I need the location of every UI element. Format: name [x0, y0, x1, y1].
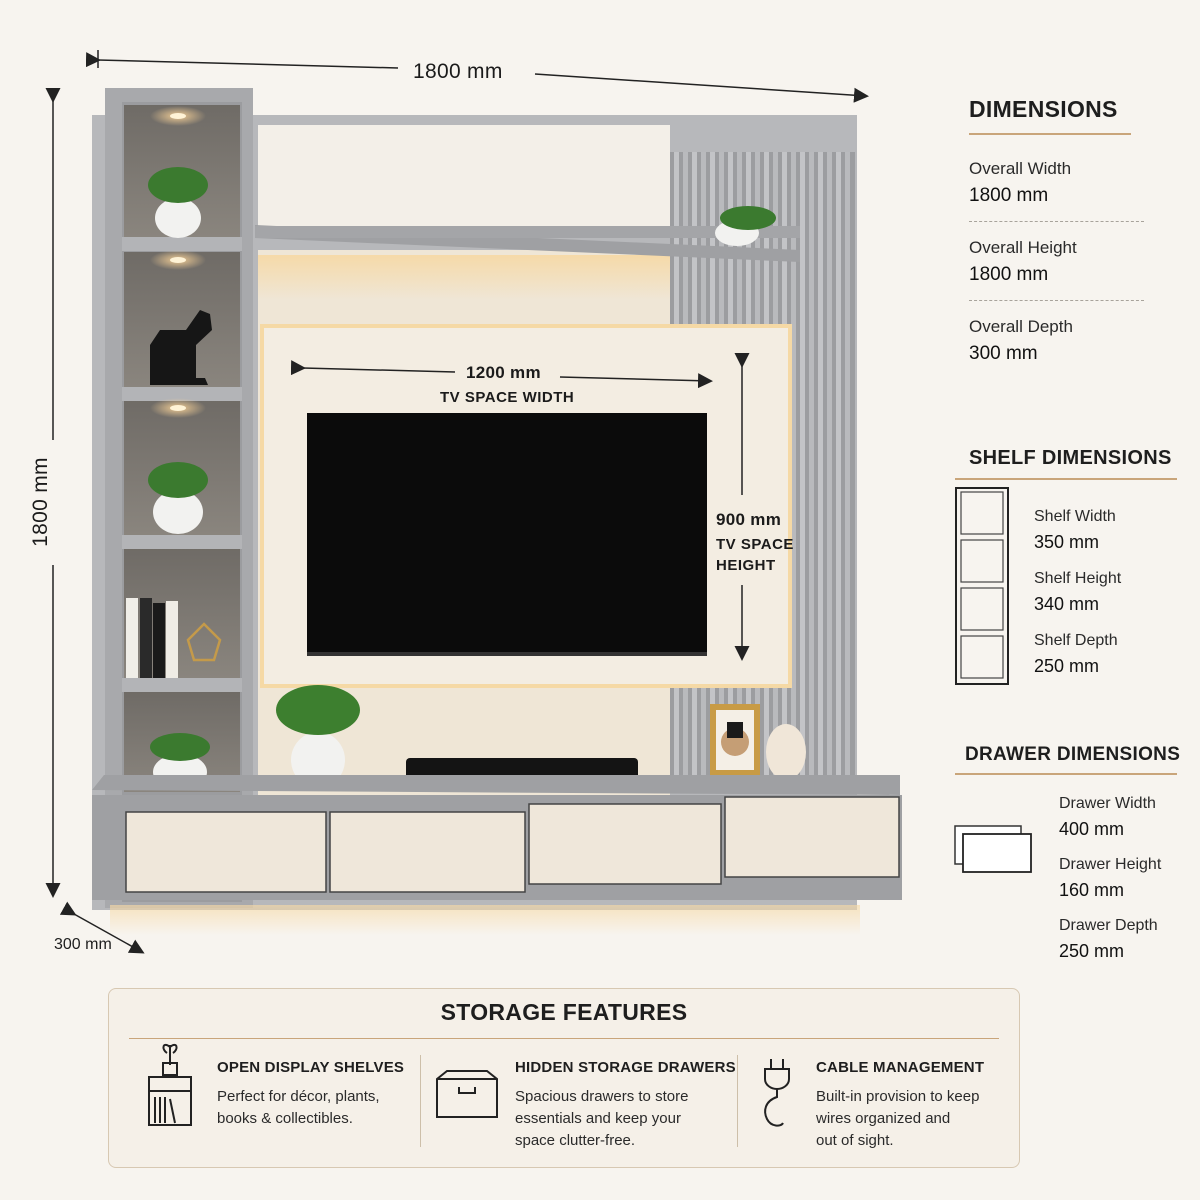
feature-line: books & collectibles.	[217, 1110, 353, 1127]
feature-line: Built-in provision to keep	[816, 1088, 980, 1105]
spec-label: Drawer Height	[1059, 856, 1162, 873]
overall-width-label: 1800 mm	[403, 60, 513, 84]
dimensions-rule	[969, 133, 1131, 135]
tv-height-caption-2: HEIGHT	[716, 557, 776, 574]
spec-label: Shelf Width	[1034, 508, 1116, 525]
spec-item: Overall Width 1800 mm	[969, 159, 1189, 207]
depth-label: 300 mm	[54, 936, 112, 954]
shelf-unit-icon	[955, 487, 1009, 685]
feature-item: CABLE MANAGEMENT Built-in provision to k…	[816, 1059, 1016, 1152]
spec-item: Overall Depth 300 mm	[969, 317, 1189, 365]
feature-text: Spacious drawers to store essentials and…	[515, 1086, 745, 1152]
shelf-title: SHELF DIMENSIONS	[969, 447, 1172, 469]
spec-value: 340 mm	[1034, 594, 1100, 614]
spec-label: Drawer Depth	[1059, 917, 1158, 934]
drawer-title: DRAWER DIMENSIONS	[965, 744, 1181, 765]
books-decor	[126, 598, 222, 678]
drawer-icon	[436, 1070, 498, 1118]
feature-item: HIDDEN STORAGE DRAWERS Spacious drawers …	[515, 1059, 745, 1152]
tv-width-caption: TV SPACE WIDTH	[440, 389, 575, 406]
feature-title: HIDDEN STORAGE DRAWERS	[515, 1059, 736, 1076]
tv-screen	[307, 413, 707, 656]
spec-label: Overall Width	[969, 159, 1072, 178]
shelf-specs: Shelf Width 350 mm Shelf Height 340 mm S…	[1034, 508, 1121, 677]
drawer-specs: Drawer Width 400 mm Drawer Height 160 mm…	[1059, 795, 1161, 962]
spec-value: 300 mm	[969, 343, 1038, 364]
spec-label: Overall Height	[969, 238, 1077, 257]
spec-label: Shelf Height	[1034, 570, 1122, 587]
feature-line: out of sight.	[816, 1132, 894, 1149]
feature-line: Spacious drawers to store	[515, 1088, 689, 1105]
feature-title: OPEN DISPLAY SHELVES	[217, 1059, 405, 1076]
horse-figurine	[150, 310, 212, 385]
tv-height-caption-1: TV SPACE	[716, 536, 794, 553]
upper-panel	[258, 125, 670, 237]
feature-text: Perfect for décor, plants, books & colle…	[217, 1086, 417, 1130]
dimensions-panel: DIMENSIONS Overall Width 1800 mm Overall…	[969, 96, 1189, 365]
spec-value: 400 mm	[1059, 819, 1125, 839]
drawer-rule	[955, 773, 1177, 775]
overall-height-label: 1800 mm	[28, 451, 53, 553]
drawer-unit-icon	[954, 825, 1032, 873]
slat	[836, 152, 841, 792]
divider	[969, 300, 1144, 301]
feature-text: Built-in provision to keep wires organiz…	[816, 1086, 1016, 1152]
slat	[809, 152, 814, 792]
spec-value: 250 mm	[1034, 656, 1100, 676]
feature-line: Perfect for décor, plants,	[217, 1088, 380, 1105]
base-cabinet	[92, 775, 902, 900]
floor-vase	[291, 732, 345, 788]
slat	[800, 152, 805, 792]
spec-value: 250 mm	[1059, 941, 1125, 961]
width-dimension-arrow	[85, 50, 869, 103]
depth-dimension-arrow	[59, 901, 145, 954]
spec-value: 350 mm	[1034, 532, 1100, 552]
divider	[737, 1055, 738, 1147]
feature-line: space clutter-free.	[515, 1132, 636, 1149]
feature-title: CABLE MANAGEMENT	[816, 1059, 985, 1076]
vase	[766, 724, 806, 780]
divider	[969, 221, 1144, 222]
spec-label: Drawer Width	[1059, 795, 1156, 812]
slat	[845, 152, 850, 792]
slat	[818, 152, 823, 792]
spec-value: 160 mm	[1059, 880, 1125, 900]
divider	[420, 1055, 421, 1147]
feature-item: OPEN DISPLAY SHELVES Perfect for décor, …	[217, 1059, 417, 1130]
dimensions-title: DIMENSIONS	[969, 96, 1118, 122]
features-title: STORAGE FEATURES	[440, 999, 688, 1025]
spec-label: Overall Depth	[969, 317, 1073, 336]
slat	[827, 152, 832, 792]
spec-value: 1800 mm	[969, 264, 1049, 285]
display-shelf-icon	[148, 1043, 192, 1126]
spec-item: Overall Height 1800 mm	[969, 238, 1189, 286]
tv-width-arrow	[290, 360, 713, 389]
plug-icon	[764, 1059, 790, 1127]
spec-label: Shelf Depth	[1034, 632, 1118, 649]
feature-line: essentials and keep your	[515, 1110, 681, 1127]
tv-height-value: 900 mm	[710, 510, 788, 530]
tv-width-value: 1200 mm	[460, 363, 547, 383]
slat	[791, 152, 796, 792]
features-rule	[129, 1038, 999, 1039]
spec-value: 1800 mm	[969, 185, 1049, 206]
feature-line: wires organized and	[816, 1110, 951, 1127]
features-box: STORAGE FEATURES OPEN DISPLAY SHELVES Pe…	[108, 988, 1020, 1168]
shelf-rule	[955, 478, 1177, 480]
